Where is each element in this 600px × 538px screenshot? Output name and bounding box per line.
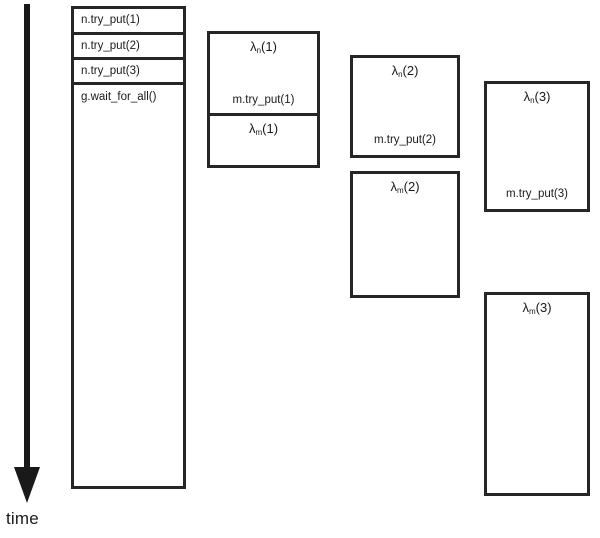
lane-title-lambda-m-1: λm(1) [210, 122, 317, 138]
lane-lambda-n-1-group: λn(1) m.try_put(1) λm(1) [207, 31, 320, 168]
lane-lambda-m-2-inner: λm(2) [353, 174, 457, 295]
lane-lambda-m-1-inner: λm(1) [210, 116, 317, 165]
lane-title-lambda-n-2: λn(2) [353, 64, 457, 80]
lane-body-lambda-n-1: m.try_put(1) [232, 94, 295, 106]
time-arrow-icon [14, 4, 40, 503]
lane-lambda-n-3-inner: λn(3) m.try_put(3) [487, 84, 587, 209]
lane-lambda-n-2-inner: λn(2) m.try_put(2) [353, 58, 457, 155]
lane-body-lambda-n-2: m.try_put(2) [374, 134, 436, 146]
lane-lambda-n-2: λn(2) m.try_put(2) [350, 55, 460, 158]
lambda-glyph: λ [250, 39, 257, 54]
cell-n-try-put-2: n.try_put(2) [74, 35, 183, 60]
lambda-arg: (2) [403, 179, 420, 194]
cell-label: n.try_put(2) [81, 39, 140, 52]
lambda-glyph: λ [390, 179, 397, 194]
lambda-subscript: n [530, 96, 535, 105]
lane-body-lambda-n-3: m.try_put(3) [506, 188, 568, 200]
lambda-glyph: λ [391, 63, 399, 78]
lane-title-lambda-m-3: λm(3) [487, 301, 587, 317]
cell-g-wait-for-all: g.wait_for_all() [74, 85, 183, 486]
lambda-subscript: n [256, 46, 262, 55]
lane-title-lambda-n-3: λn(3) [487, 90, 587, 106]
lambda-arg: (1) [262, 121, 279, 136]
cell-label: g.wait_for_all() [81, 91, 157, 103]
lane-lambda-n-1: λn(1) m.try_put(1) [210, 34, 317, 116]
lambda-subscript: n [398, 70, 403, 79]
lambda-subscript: m [528, 307, 536, 316]
cell-n-try-put-3: n.try_put(3) [74, 60, 183, 85]
lambda-arg: (1) [261, 39, 277, 54]
lane-lambda-n-1-inner: λn(1) m.try_put(1) [210, 34, 317, 113]
lambda-arg: (3) [535, 300, 552, 315]
lane-title-lambda-m-2: λm(2) [353, 180, 457, 196]
lambda-glyph: λ [522, 300, 529, 315]
lambda-glyph: λ [523, 89, 531, 104]
lane-lambda-n-3: λn(3) m.try_put(3) [484, 81, 590, 212]
lane-lambda-m-1: λm(1) [210, 116, 317, 165]
cell-n-try-put-1: n.try_put(1) [74, 9, 183, 35]
lambda-subscript: m [396, 186, 404, 195]
lambda-arg: (3) [534, 89, 551, 104]
lane-lambda-m-2: λm(2) [350, 171, 460, 298]
lane-lambda-m-3: λm(3) [484, 292, 590, 496]
lambda-subscript: m [255, 128, 263, 137]
time-axis-label: time [6, 509, 39, 528]
lane-lambda-m-3-inner: λm(3) [487, 295, 587, 493]
cell-label: n.try_put(1) [81, 14, 140, 26]
lane-main-thread: n.try_put(1) n.try_put(2) n.try_put(3) g… [71, 6, 186, 489]
cell-label: n.try_put(3) [81, 64, 140, 77]
lambda-glyph: λ [248, 121, 256, 136]
lane-title-lambda-n-1: λn(1) [210, 40, 317, 56]
lambda-arg: (2) [402, 63, 419, 78]
